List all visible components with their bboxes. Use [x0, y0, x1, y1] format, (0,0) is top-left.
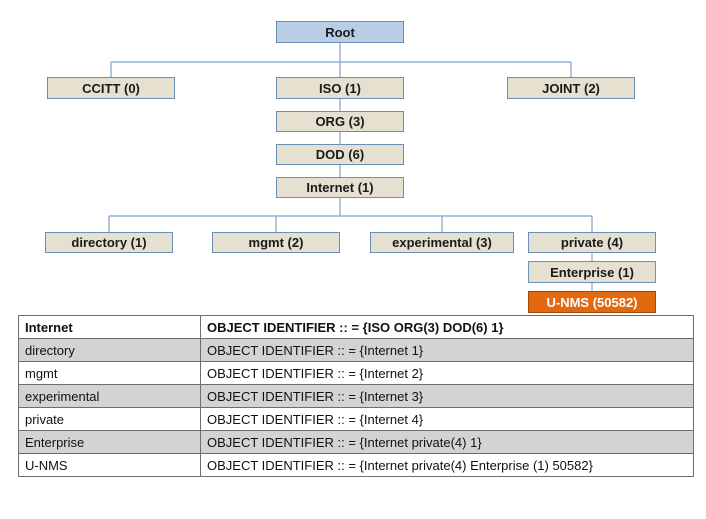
oid-table: Internet OBJECT IDENTIFIER :: = {ISO ORG…	[18, 315, 694, 477]
table-header-name: Internet	[18, 315, 201, 339]
node-private: private (4)	[528, 232, 656, 253]
row-name: experimental	[18, 384, 201, 408]
table-row: U-NMS OBJECT IDENTIFIER :: = {Internet p…	[18, 453, 694, 477]
node-directory: directory (1)	[45, 232, 173, 253]
node-internet: Internet (1)	[276, 177, 404, 198]
node-joint: JOINT (2)	[507, 77, 635, 99]
row-oid: OBJECT IDENTIFIER :: = {Internet 4}	[200, 407, 694, 431]
table-row: mgmt OBJECT IDENTIFIER :: = {Internet 2}	[18, 361, 694, 385]
node-mgmt: mgmt (2)	[212, 232, 340, 253]
row-oid: OBJECT IDENTIFIER :: = {Internet 2}	[200, 361, 694, 385]
row-oid: OBJECT IDENTIFIER :: = {Internet 3}	[200, 384, 694, 408]
node-unms: U-NMS (50582)	[528, 291, 656, 313]
node-iso: ISO (1)	[276, 77, 404, 99]
row-name: mgmt	[18, 361, 201, 385]
node-dod: DOD (6)	[276, 144, 404, 165]
table-header-oid: OBJECT IDENTIFIER :: = {ISO ORG(3) DOD(6…	[200, 315, 694, 339]
table-row: experimental OBJECT IDENTIFIER :: = {Int…	[18, 384, 694, 408]
tree-connectors	[108, 43, 593, 291]
row-name: directory	[18, 338, 201, 362]
table-row: directory OBJECT IDENTIFIER :: = {Intern…	[18, 338, 694, 362]
node-org: ORG (3)	[276, 111, 404, 132]
row-oid: OBJECT IDENTIFIER :: = {Internet private…	[200, 430, 694, 454]
table-row: Enterprise OBJECT IDENTIFIER :: = {Inter…	[18, 430, 694, 454]
row-name: Enterprise	[18, 430, 201, 454]
node-experimental: experimental (3)	[370, 232, 514, 253]
node-root: Root	[276, 21, 404, 43]
table-header-row: Internet OBJECT IDENTIFIER :: = {ISO ORG…	[18, 315, 694, 339]
node-enterprise: Enterprise (1)	[528, 261, 656, 283]
row-name: U-NMS	[18, 453, 201, 477]
row-name: private	[18, 407, 201, 431]
node-ccitt: CCITT (0)	[47, 77, 175, 99]
row-oid: OBJECT IDENTIFIER :: = {Internet private…	[200, 453, 694, 477]
table-row: private OBJECT IDENTIFIER :: = {Internet…	[18, 407, 694, 431]
row-oid: OBJECT IDENTIFIER :: = {Internet 1}	[200, 338, 694, 362]
